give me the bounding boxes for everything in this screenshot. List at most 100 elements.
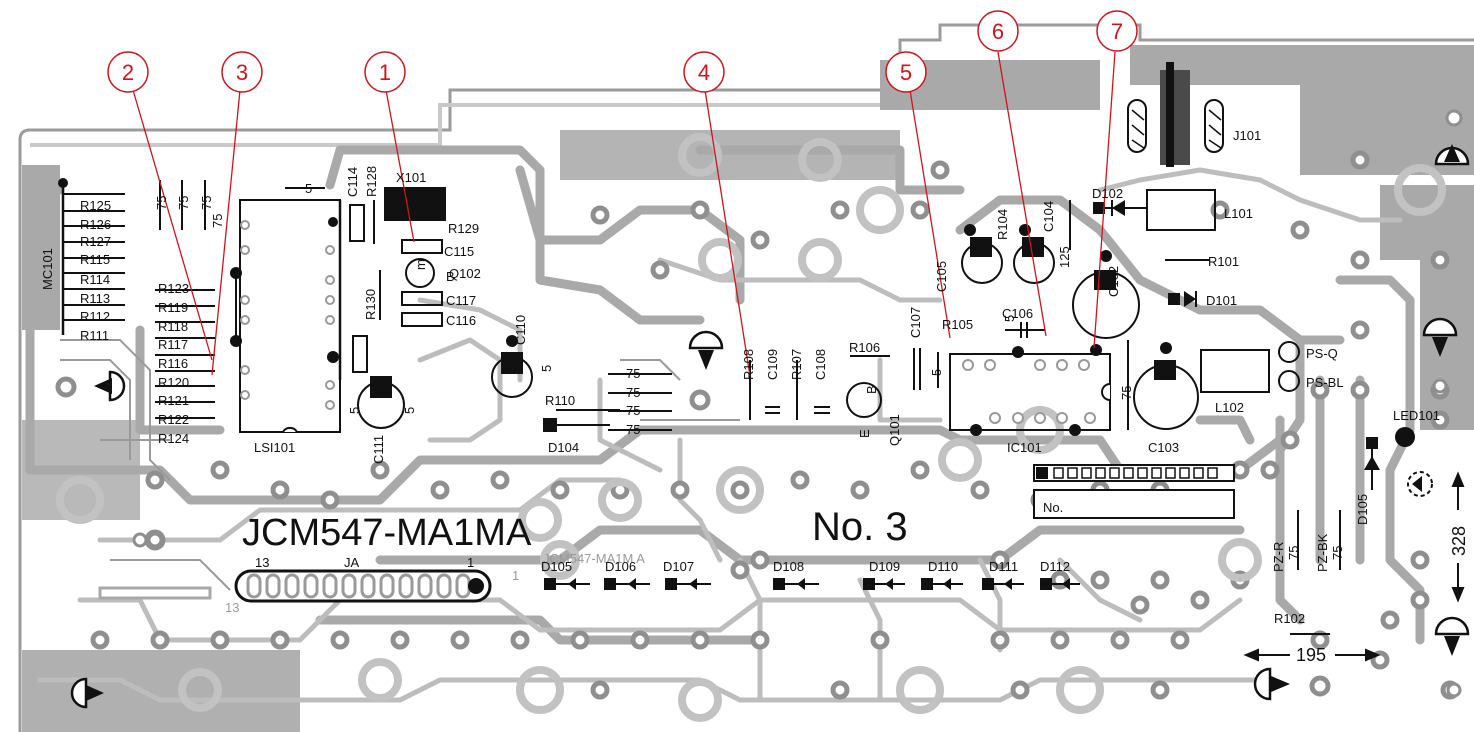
callout-number-6: 6 [992,19,1004,44]
pin-b-q101: B [864,385,879,394]
label-r125: R125 [80,198,111,213]
ic101-chip [937,340,1129,436]
connector-pin-left-ghost: 13 [225,600,239,615]
dimension-marks [1243,471,1465,662]
label-r111: R111 [80,328,109,343]
connector-pin-right-ghost: 1 [512,568,519,583]
pin-e-q101: E [857,429,872,438]
label-led101: LED101 [1393,408,1440,423]
label-r117: R117 [158,337,188,352]
label-q101: Q101 [887,414,902,446]
ja-connector [98,569,492,603]
value-75-c: 75 [199,196,214,210]
label-c107: C107 [908,307,923,338]
label-ic101: IC101 [1007,440,1042,455]
callout-2 [107,51,149,93]
component-labels: R125 R126 R127 R115 R114 R113 R112 R111 … [80,128,1440,626]
label-j101: J101 [1233,128,1261,143]
oscillator-area [349,187,446,373]
value-5-c: 5 [402,407,417,414]
value-75-b: 75 [176,196,191,210]
label-r102: R102 [1274,611,1305,626]
callout-number-5: 5 [900,60,912,85]
traces [25,145,1425,703]
value-75-g: 75 [626,403,640,418]
callout-number-1: 1 [379,60,391,85]
value-75-j: 75 [1286,546,1301,560]
callout-6 [977,10,1019,52]
j101-jack [1127,62,1224,167]
callout-lines [107,10,1138,377]
label-r123: R123 [158,281,189,296]
label-r112: R112 [80,309,110,324]
no-box-label: No. [1043,500,1063,515]
label-pz-bk: PZ-BK [1315,533,1330,572]
label-q102: Q102 [449,266,481,281]
callout-4 [683,51,725,93]
label-r105: R105 [942,317,973,332]
mc101-resistor-array [58,178,215,419]
value-5-d: 5 [539,365,554,372]
board-number: No. 3 [812,505,908,549]
label-l102: L102 [1215,400,1244,415]
label-r107: R107 [789,349,804,380]
value-75-e: 75 [626,366,640,381]
connector-pin-right: 1 [467,555,474,570]
label-ps-q: PS-Q [1306,346,1338,361]
label-r106: R106 [849,340,880,355]
label-c117: C117 [446,293,476,308]
dimension-vertical: 328 [1449,526,1469,556]
callout-number-3: 3 [236,60,248,85]
callout-5 [885,51,927,93]
callout-number-4: 4 [698,60,710,85]
label-r114: R114 [80,272,110,287]
label-d101: D101 [1206,293,1237,308]
value-5-b: 5 [347,407,362,414]
callout-1 [364,51,406,93]
label-pz-r: PZ-R [1271,542,1286,572]
label-c103: C103 [1148,440,1179,455]
connector-pin-left: 13 [255,555,269,570]
diode-row [544,578,1080,590]
label-c114: C114 [345,167,360,197]
label-r110: R110 [545,393,575,408]
pin-b-q102: B [446,269,455,284]
label-r118: R118 [158,319,188,334]
value-marks: 75 75 75 75 75 75 75 75 75 75 75 125 5 5… [154,181,1345,560]
value-75-h: 75 [626,422,640,437]
label-c115: C115 [444,244,474,259]
board-title: JCM547-MA1MA [242,512,532,554]
label-d106: D106 [605,559,636,574]
label-c116: C116 [446,313,476,328]
label-c109: C109 [765,349,780,380]
label-r127: R127 [80,234,111,249]
label-c111: C111 [371,435,386,464]
label-c108: C108 [813,349,828,380]
callout-3 [221,51,263,93]
label-r126: R126 [80,217,111,232]
dimension-horizontal: 195 [1296,645,1326,665]
mounting-markers [70,144,1470,709]
label-r130: R130 [363,289,378,320]
label-ps-bl: PS-BL [1306,375,1344,390]
pin-m-q102: m [413,259,428,270]
label-c104: C104 [1041,201,1056,232]
value-75-a: 75 [154,196,169,210]
value-75-i: 75 [1119,386,1134,400]
ghost-components [56,133,1446,722]
label-r121: R121 [158,393,189,408]
label-r104: R104 [995,209,1010,240]
label-d107: D107 [663,559,694,574]
value-75-f: 75 [626,385,640,400]
label-c110: C110 [513,315,528,345]
label-d105-vertical: D105 [1355,494,1370,525]
value-75-k: 75 [1330,546,1345,560]
label-r108: R108 [741,349,756,380]
value-5-f: 5 [1002,315,1017,322]
label-c102: C102 [1106,266,1121,297]
label-r124: R124 [158,431,189,446]
label-d105: D105 [541,559,572,574]
label-d112: D112 [1040,559,1070,574]
value-75-d: 75 [210,214,225,228]
label-d108: D108 [773,559,804,574]
